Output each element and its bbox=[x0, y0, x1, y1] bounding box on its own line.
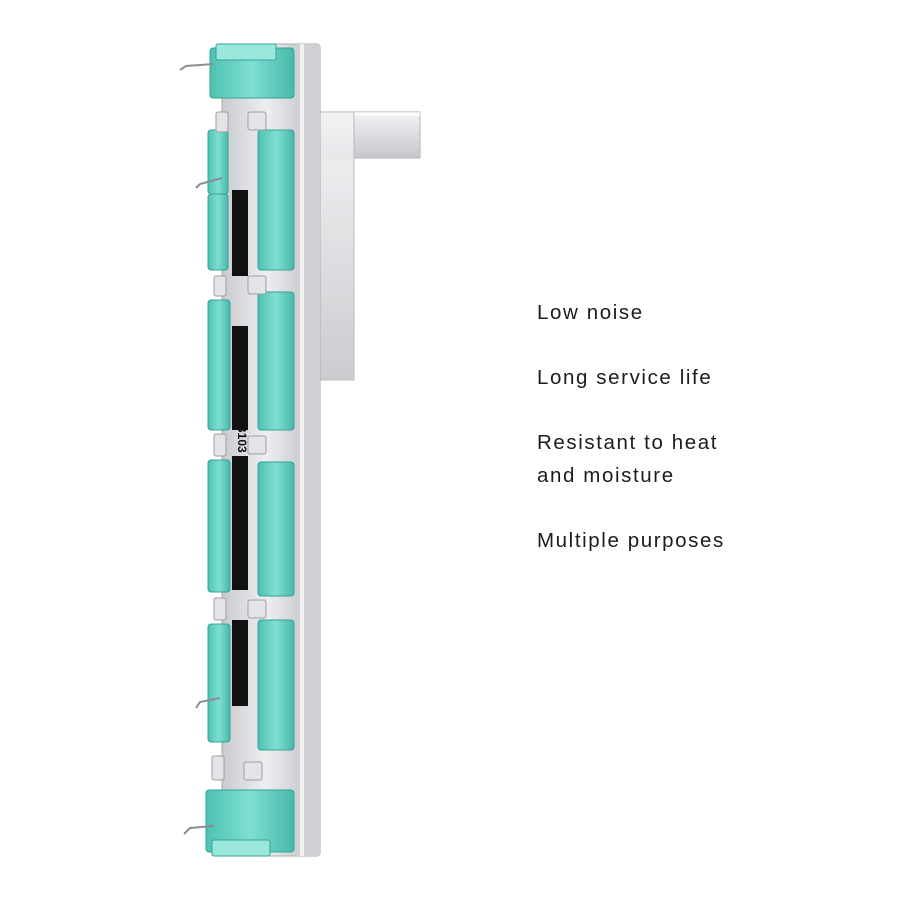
feature-multiple-purposes: Multiple purposes bbox=[537, 529, 725, 552]
feature-list: Low noise Long service life Resistant to… bbox=[537, 296, 877, 557]
resistive-track bbox=[232, 190, 248, 706]
teal-housing bbox=[205, 43, 295, 857]
feature-long-service-life: Long service life bbox=[537, 366, 713, 389]
solder-pins bbox=[179, 63, 223, 835]
resistance-marking: B103 bbox=[235, 424, 249, 453]
metal-clips bbox=[211, 111, 267, 781]
feature-heat-moisture-resistant: Resistant to heat and moisture bbox=[537, 431, 719, 487]
feature-low-noise: Low noise bbox=[537, 301, 644, 324]
slider-lever bbox=[299, 111, 421, 381]
